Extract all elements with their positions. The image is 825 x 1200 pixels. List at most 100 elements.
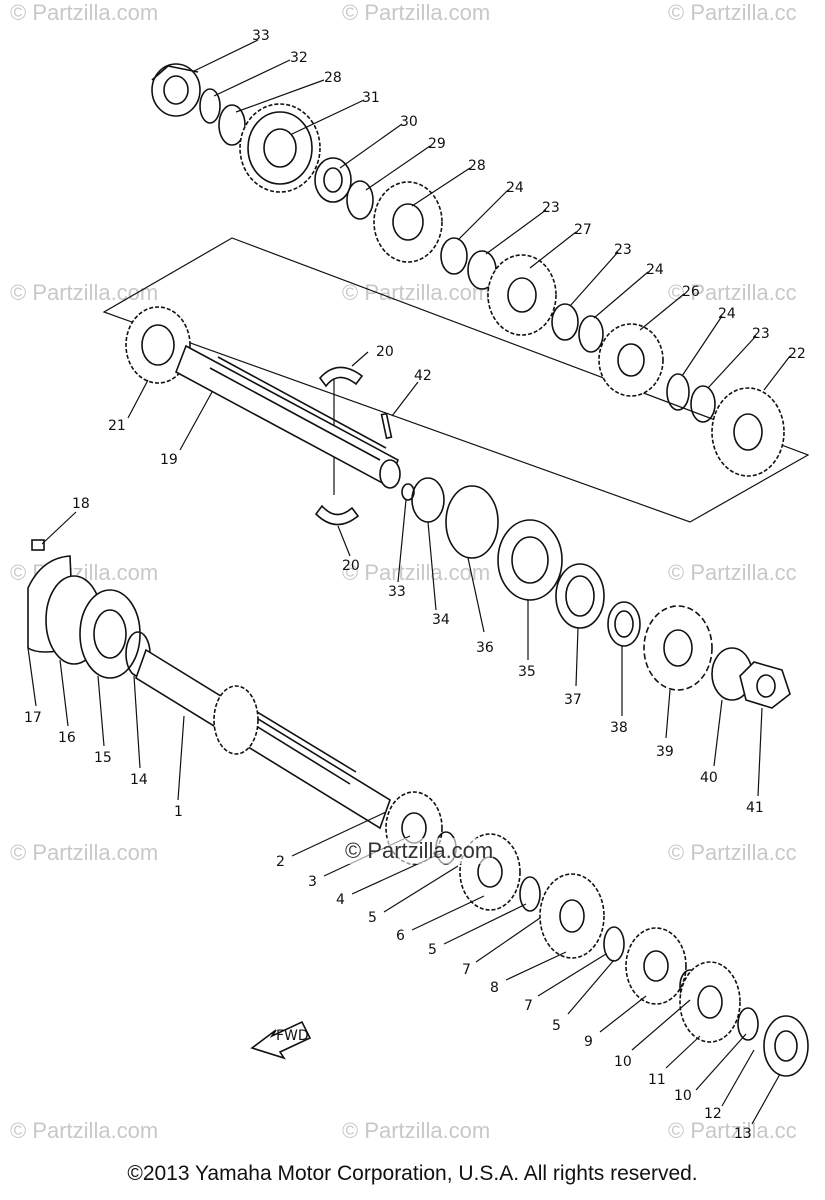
part-label: 27 [574,222,592,238]
seal-37 [555,563,605,629]
part-label: 4 [336,892,345,908]
collar-33 [401,483,415,501]
part-label: 37 [564,692,582,708]
pin-42 [380,412,393,440]
watermark: © Partzilla.com [10,1118,159,1143]
part-label: 34 [432,612,450,628]
circlip-24a [440,237,468,275]
part-label: 29 [428,136,446,152]
watermark: © Partzilla.com [342,0,491,25]
part-label: 21 [108,418,126,434]
watermark: © Partzilla.com [10,0,159,25]
part-label: 13 [734,1126,752,1142]
part-label: 28 [468,158,486,174]
gear-8 [539,873,605,959]
part-label: 7 [524,998,533,1014]
bolt-18 [31,539,45,551]
part-label: 23 [752,326,770,342]
circlip-5a [519,876,541,912]
axle-1 [135,648,391,830]
watermark: © Partzilla.cc [668,1118,797,1143]
part-label: 30 [400,114,418,130]
part-label: 1 [174,804,183,820]
copyright-notice: ©2013 Yamaha Motor Corporation, U.S.A. A… [127,1162,698,1185]
circlip-24c [666,373,690,411]
exploded-view-svg: FWD 33 32 28 31 30 29 28 24 23 27 23 [24,28,810,1142]
nut-41 [739,661,791,709]
part-label: 42 [414,368,432,384]
part-label: 33 [252,28,270,44]
part-label: 18 [72,496,90,512]
part-label: 20 [342,558,360,574]
assembly-outline [102,237,810,523]
gear-9 [625,927,687,1005]
gear-30 [239,103,321,193]
circlip-36 [445,485,499,559]
part-label: 20 [376,344,394,360]
collar-20a [318,366,364,388]
part-label: 32 [290,50,308,66]
part-label: 15 [94,750,112,766]
part-label: 36 [476,640,494,656]
washer-28b [346,180,374,220]
part-label: 41 [746,800,764,816]
center-watermark: © Partzilla.com [345,838,494,864]
part-label: 5 [368,910,377,926]
fwd-arrow: FWD [250,1020,312,1060]
washer-23b [551,303,579,341]
gear-22 [711,387,785,477]
circlip-5b [603,926,625,962]
circlip-34 [411,477,445,523]
part-label: 24 [646,262,664,278]
sprocket-39 [643,605,713,691]
part-label: 38 [610,720,628,736]
gear-11 [679,961,741,1043]
part-label: 28 [324,70,342,86]
part-label: 10 [614,1054,632,1070]
part-label: 5 [552,1018,561,1034]
part-label: 5 [428,942,437,958]
part-label: 8 [490,980,499,996]
part-label: 23 [614,242,632,258]
watermark: © Partzilla.cc [668,0,797,25]
part-label: 24 [506,180,524,196]
part-label: 10 [674,1088,692,1104]
watermark: © Partzilla.cc [668,840,797,865]
part-label: 40 [700,770,718,786]
gear-26 [487,254,557,336]
part-label: 3 [308,874,317,890]
axle-19 [175,344,401,489]
callouts: 33 32 28 31 30 29 28 24 23 27 23 24 26 [24,28,806,1142]
bearing-15 [79,589,141,679]
gear-25 [598,323,664,397]
watermark: © Partzilla.com [342,560,491,585]
circlip-24b [578,315,604,353]
part-label: 19 [160,452,178,468]
watermark: © Partzilla.cc [668,560,797,585]
part-label: 17 [24,710,42,726]
watermark: © Partzilla.com [342,280,491,305]
part-label: 31 [362,90,380,106]
gear-axle-1 [213,685,259,755]
watermark: © Partzilla.com [10,280,159,305]
part-label: 16 [58,730,76,746]
part-label: 35 [518,664,536,680]
part-label: 2 [276,854,285,870]
bearing-13 [763,1015,809,1077]
bearing-32 [151,63,201,117]
part-label: 7 [462,962,471,978]
part-label: 24 [718,306,736,322]
watermark: © Partzilla.com [10,840,159,865]
washer-28a [218,104,246,146]
circlip-31 [199,88,221,124]
part-label: 6 [396,928,405,944]
part-label: 9 [584,1034,593,1050]
collar-38 [607,601,641,647]
part-label: 11 [648,1072,666,1088]
needle-bearing-29 [314,157,352,203]
bearing-35 [497,519,563,601]
gear-27 [373,181,443,263]
washer-10b [737,1007,759,1041]
part-label: 39 [656,744,674,760]
